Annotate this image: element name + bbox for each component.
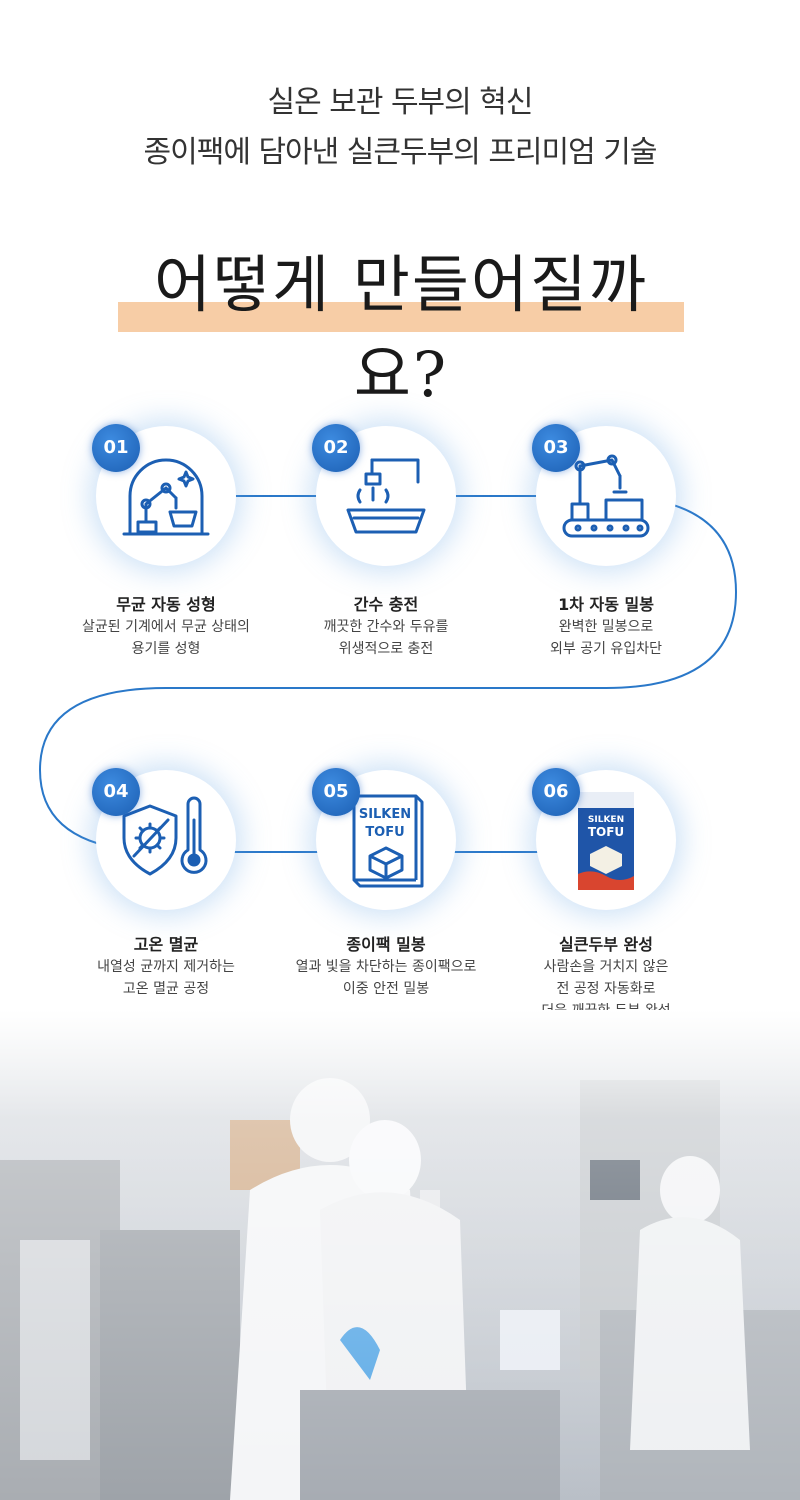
step-02-text: 간수 충전 깨끗한 간수와 두유를 위생적으로 충전 bbox=[276, 594, 496, 660]
step-06-circle: SILKEN TOFU 06 bbox=[532, 768, 676, 910]
step-03-desc-1: 완벽한 밀봉으로 bbox=[558, 619, 654, 635]
header: 실온 보관 두부의 혁신 종이팩에 담아낸 실큰두부의 프리미엄 기술 bbox=[0, 78, 800, 178]
step-06-badge: 06 bbox=[532, 768, 580, 816]
faucet-fill-icon bbox=[346, 458, 426, 534]
step-02-desc-1: 깨끗한 간수와 두유를 bbox=[323, 619, 449, 635]
step-01-desc-2: 용기를 성형 bbox=[131, 641, 201, 657]
step-04-desc-1: 내열성 균까지 제거하는 bbox=[97, 959, 235, 975]
step-06-desc-1: 사람손을 거치지 않은 bbox=[543, 959, 669, 975]
step-04-title: 고온 멸균 bbox=[133, 935, 199, 954]
step-03-circle: 03 bbox=[532, 424, 676, 566]
process-path-line bbox=[38, 495, 738, 853]
pack-label-line-1: SILKEN bbox=[359, 807, 411, 822]
step-02-title: 간수 충전 bbox=[353, 595, 419, 614]
step-03-text: 1차 자동 밀봉 완벽한 밀봉으로 외부 공기 유입차단 bbox=[496, 594, 716, 660]
step-02-desc-2: 위생적으로 충전 bbox=[338, 641, 434, 657]
step-01-desc-1: 살균된 기계에서 무균 상태의 bbox=[82, 619, 250, 635]
pack-label-line-2: TOFU bbox=[365, 825, 404, 840]
step-05-badge: 05 bbox=[312, 768, 360, 816]
step-02-badge: 02 bbox=[312, 424, 360, 472]
step-03-desc-2: 외부 공기 유입차단 bbox=[550, 641, 662, 657]
step-05-circle: SILKEN TOFU 05 bbox=[312, 768, 456, 910]
header-line-1: 실온 보관 두부의 혁신 bbox=[267, 85, 533, 120]
step-06-title: 실큰두부 완성 bbox=[559, 935, 653, 954]
step-06-text: 실큰두부 완성 사람손을 거치지 않은 전 공정 자동화로 더욱 깨끗한 두부 … bbox=[496, 934, 716, 1022]
step-04-circle: 04 bbox=[92, 768, 236, 910]
step-05-desc-2: 이중 안전 밀봉 bbox=[342, 981, 430, 997]
box-label-line-2: TOFU bbox=[588, 825, 624, 839]
conveyor-robot-icon bbox=[562, 454, 650, 538]
page-title: 어떻게 만들어질까요? bbox=[153, 248, 649, 411]
step-01-text: 무균 자동 성형 살균된 기계에서 무균 상태의 용기를 성형 bbox=[56, 594, 276, 660]
step-01-title: 무균 자동 성형 bbox=[116, 595, 216, 614]
step-05-text: 종이팩 밀봉 열과 빛을 차단하는 종이팩으로 이중 안전 밀봉 bbox=[276, 934, 496, 1000]
step-04-badge: 04 bbox=[92, 768, 140, 816]
title-highlight bbox=[118, 302, 684, 332]
step-05-desc-1: 열과 빛을 차단하는 종이팩으로 bbox=[295, 959, 477, 975]
header-line-2: 종이팩에 담아낸 실큰두부의 프리미엄 기술 bbox=[143, 135, 658, 170]
factory-photo bbox=[0, 1010, 800, 1500]
box-label-line-1: SILKEN bbox=[588, 815, 624, 825]
step-04-text: 고온 멸균 내열성 균까지 제거하는 고온 멸균 공정 bbox=[56, 934, 276, 1000]
title-block: 어떻게 만들어질까요? bbox=[118, 228, 684, 411]
factory-scene-image bbox=[0, 1010, 800, 1500]
step-03-badge: 03 bbox=[532, 424, 580, 472]
step-01-circle: 01 bbox=[92, 424, 236, 566]
step-02-circle: 02 bbox=[312, 424, 456, 566]
tofu-pack-icon: SILKEN TOFU bbox=[352, 794, 424, 888]
shield-thermometer-icon bbox=[122, 796, 208, 876]
step-01-badge: 01 bbox=[92, 424, 140, 472]
step-06-desc-2: 전 공정 자동화로 bbox=[556, 981, 656, 997]
product-box-icon: SILKEN TOFU bbox=[578, 792, 634, 890]
step-03-title: 1차 자동 밀봉 bbox=[558, 595, 654, 614]
step-04-desc-2: 고온 멸균 공정 bbox=[122, 981, 210, 997]
step-05-title: 종이팩 밀봉 bbox=[346, 935, 426, 954]
robot-arm-dome-icon bbox=[122, 458, 210, 536]
